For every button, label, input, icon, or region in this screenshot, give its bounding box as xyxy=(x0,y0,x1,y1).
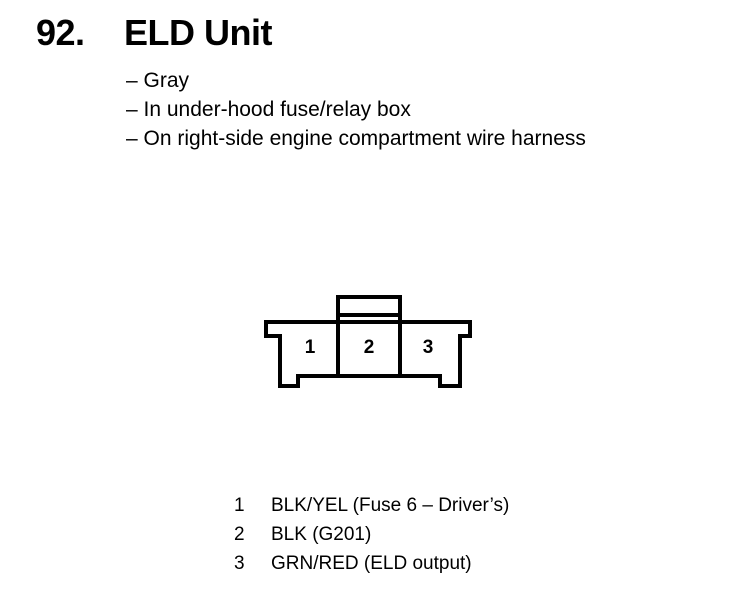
component-title: ELD Unit xyxy=(124,12,272,53)
item-number: 92. xyxy=(36,12,85,53)
wire-description: GRN/RED (ELD output) xyxy=(271,553,472,574)
pin-number: 1 xyxy=(234,495,245,516)
wire-description: BLK (G201) xyxy=(271,524,372,545)
note-color: – Gray xyxy=(126,69,190,92)
pin-label-1: 1 xyxy=(305,337,316,358)
pin-number: 2 xyxy=(234,524,245,545)
pinout-row: 3 GRN/RED (ELD output) xyxy=(234,549,509,578)
connector-body xyxy=(264,320,472,388)
pinout-row: 1 BLK/YEL (Fuse 6 – Driver’s) xyxy=(234,491,509,520)
pinout-row: 2 BLK (G201) xyxy=(234,520,509,549)
note-harness: – On right-side engine compartment wire … xyxy=(126,127,586,150)
wire-description: BLK/YEL (Fuse 6 – Driver’s) xyxy=(271,495,510,516)
connector-diagram: 1 2 3 xyxy=(264,295,472,388)
note-location: – In under-hood fuse/relay box xyxy=(126,98,411,121)
connector-lock-tab xyxy=(336,295,402,317)
pin-label-2: 2 xyxy=(364,337,375,358)
pin-label-3: 3 xyxy=(423,337,434,358)
location-notes: – Gray – In under-hood fuse/relay box – … xyxy=(126,66,586,153)
pinout-list: 1 BLK/YEL (Fuse 6 – Driver’s) 2 BLK (G201)… xyxy=(234,491,509,578)
pin-number: 3 xyxy=(234,553,245,574)
